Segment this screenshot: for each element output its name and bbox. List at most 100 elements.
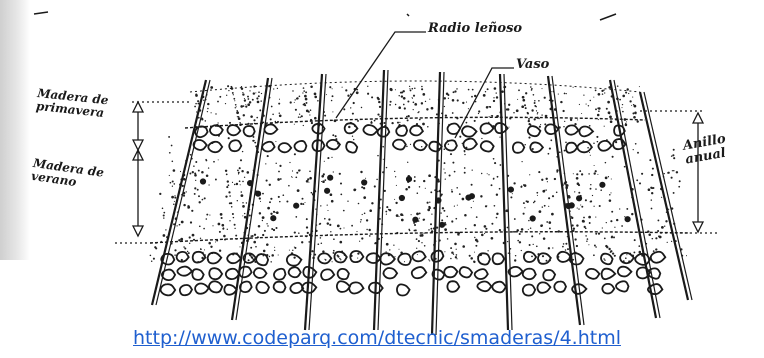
small-pore <box>328 176 332 180</box>
vessel-cell <box>294 141 306 152</box>
dim-arrow-up-r <box>693 113 703 123</box>
small-pore <box>294 204 298 208</box>
small-pore <box>201 179 205 183</box>
vessel-cell <box>530 142 543 152</box>
wood-ray-line <box>436 72 444 335</box>
vessel-cell <box>161 284 176 295</box>
vessel-cell <box>493 253 504 264</box>
vessel-cell <box>566 125 579 134</box>
vessel-cell <box>264 124 277 133</box>
vessel-cell <box>227 125 240 135</box>
vessel-cell <box>651 252 666 263</box>
small-pore <box>362 180 366 184</box>
vessel-cell <box>274 282 286 293</box>
vessel-cell <box>523 269 536 280</box>
vessel-cell <box>209 281 222 292</box>
wood-rays <box>152 70 692 335</box>
vessel-cell <box>363 125 377 135</box>
vessel-cell <box>208 142 222 153</box>
vessel-cell <box>412 251 425 261</box>
vessel-cell <box>226 269 239 279</box>
small-pore <box>600 183 604 187</box>
vessel-cell <box>616 281 629 291</box>
vessel-cell <box>229 140 241 151</box>
vessel-cell <box>462 126 477 136</box>
vessel-cell <box>554 281 566 292</box>
small-pore <box>256 192 260 196</box>
vessel-cell <box>302 282 316 292</box>
vessel-cell <box>338 269 349 279</box>
small-pore <box>570 203 574 207</box>
vessel-cell <box>193 252 206 263</box>
vessel-cell <box>463 139 477 150</box>
vessel-cell <box>224 285 236 295</box>
vessel-cell <box>346 142 357 153</box>
vessel-cell <box>383 268 397 278</box>
vessel-cell <box>180 285 192 295</box>
latewood-boundary-bottom <box>150 232 690 243</box>
wood-ray-line <box>548 76 580 325</box>
vessel-cell <box>321 269 334 280</box>
vessel-cell <box>447 281 459 292</box>
vessel-cell <box>334 252 346 263</box>
fiber-stipple <box>150 85 687 263</box>
leader-lines <box>336 32 514 138</box>
vessel-cell <box>195 283 209 293</box>
spring-wood-top-edge <box>190 81 640 92</box>
small-pore <box>531 216 535 220</box>
vessel-cell <box>262 142 274 152</box>
vessel-cell <box>566 143 577 153</box>
vessel-cell <box>538 253 551 264</box>
vessel-cell <box>349 282 363 293</box>
small-pore <box>509 187 513 191</box>
wood-ray-line <box>504 74 512 330</box>
vessel-cell <box>192 269 203 280</box>
vessel-cell <box>429 142 441 152</box>
vessel-cell <box>445 140 457 150</box>
vessel-cell <box>618 267 632 277</box>
radio-lenoso-label: Radio leñoso <box>428 22 522 36</box>
source-url-link[interactable]: http://www.codeparq.com/dtecnic/smaderas… <box>133 327 621 349</box>
vessel-cell <box>537 282 550 292</box>
dim-arrow-down-r <box>693 222 703 232</box>
wood-ray-line <box>309 74 326 330</box>
vessel-cell <box>513 142 524 152</box>
vessel-cell <box>477 281 491 291</box>
dim-arrow-down-1 <box>133 140 143 150</box>
vessel-cell <box>378 127 390 137</box>
small-pore <box>325 189 329 193</box>
vessel-cell <box>345 123 358 133</box>
vessel-cell <box>481 141 494 151</box>
vessel-cell <box>327 140 340 149</box>
vessel-cell <box>239 267 251 278</box>
vessel-cell <box>289 267 301 277</box>
vessel-cell <box>177 267 192 276</box>
dim-arrow-down-2 <box>133 226 143 236</box>
vessel-cell <box>543 270 555 281</box>
vessel-cell <box>254 268 267 278</box>
vessel-cell <box>577 142 591 152</box>
vessel-cell <box>318 253 331 263</box>
ring-boundaries <box>150 81 690 243</box>
vessel-cell <box>367 253 381 263</box>
vessel-cell <box>414 140 427 150</box>
vessel-cell <box>475 269 488 279</box>
vessel-cells <box>161 123 666 296</box>
vessel-cell <box>478 253 490 264</box>
dim-arrow-up-1 <box>133 102 143 112</box>
vessel-cell <box>398 254 411 265</box>
leader-radio <box>336 32 426 118</box>
vessel-cell <box>380 253 394 264</box>
vessel-cell <box>274 269 286 280</box>
vessel-cell <box>586 269 599 279</box>
vessel-cell <box>397 284 410 295</box>
small-pore <box>625 217 629 221</box>
vessel-cell <box>602 284 614 294</box>
wood-ray-line <box>152 80 206 305</box>
vessel-cell <box>602 269 616 279</box>
vessel-cell <box>393 140 406 150</box>
vaso-label: Vaso <box>516 58 549 72</box>
vessel-cell <box>524 252 536 262</box>
vessel-cell <box>460 267 472 277</box>
